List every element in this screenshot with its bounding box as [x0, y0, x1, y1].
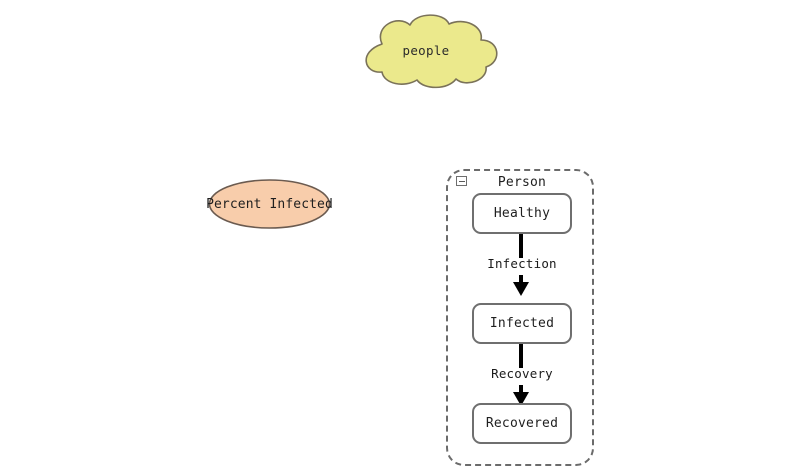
cloud-node-people[interactable]: people [348, 14, 504, 89]
transition-line-segment [519, 234, 523, 258]
variable-node-percent-infected[interactable]: Percent Infected [206, 179, 333, 229]
transition-recovery[interactable]: Recovery [448, 344, 596, 413]
agent-container-person[interactable]: Person Healthy Infection Infected Recove… [446, 169, 594, 466]
arrowhead-icon [513, 282, 529, 296]
transition-line-segment [519, 385, 523, 395]
state-node-infected[interactable]: Infected [472, 303, 572, 344]
cloud-shape-icon [365, 14, 498, 89]
transition-label: Recovery [491, 366, 553, 381]
transition-line-segment [519, 275, 523, 285]
collapse-minus-icon[interactable] [456, 176, 467, 186]
ellipse-shape-icon [208, 179, 331, 229]
agent-title: Person [497, 175, 547, 190]
arrowhead-icon [513, 392, 529, 406]
transition-label: Infection [487, 256, 557, 271]
transition-line-segment [519, 344, 523, 368]
state-node-recovered[interactable]: Recovered [472, 403, 572, 444]
state-node-healthy[interactable]: Healthy [472, 193, 572, 234]
transition-infection[interactable]: Infection [448, 234, 596, 303]
